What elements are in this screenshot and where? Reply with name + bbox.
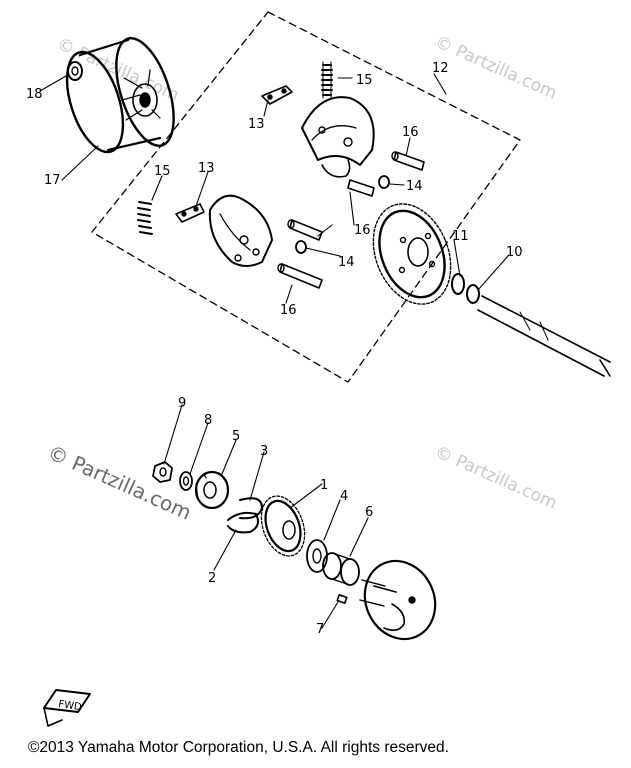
callout-14-upper: 14 xyxy=(406,179,423,194)
circlip-10 xyxy=(466,284,480,304)
callout-1: 1 xyxy=(320,478,328,493)
washer-11 xyxy=(451,273,465,295)
pin-16-middle xyxy=(287,219,323,241)
lock-washer-8 xyxy=(179,471,193,491)
collar-6 xyxy=(322,552,360,586)
clutch-shoe-lower xyxy=(208,194,273,267)
nut-9 xyxy=(152,461,173,483)
callout-16-lower: 16 xyxy=(280,303,297,318)
callout-16-upper: 16 xyxy=(402,125,419,140)
callout-8: 8 xyxy=(204,413,212,428)
fwd-direction-badge xyxy=(43,689,91,727)
assembly-box-dashed xyxy=(91,11,521,383)
thrust-washer-4 xyxy=(306,539,328,573)
callout-12: 12 xyxy=(432,61,449,76)
callout-13-lower: 13 xyxy=(198,161,215,176)
callout-15-lower: 15 xyxy=(154,164,171,179)
callout-13-upper: 13 xyxy=(248,117,265,132)
callout-10: 10 xyxy=(506,245,523,260)
ring-2 xyxy=(227,511,259,534)
washer-18 xyxy=(67,61,83,81)
primary-shaft xyxy=(477,295,611,377)
callout-18: 18 xyxy=(26,87,43,102)
washer-14-lower xyxy=(295,240,307,254)
gear-1 xyxy=(260,495,306,557)
fwd-badge-label: FWD xyxy=(58,699,83,713)
pin-16-lower xyxy=(277,263,323,289)
clutch-plate-cam xyxy=(359,559,437,641)
callout-6: 6 xyxy=(365,505,373,520)
clutch-boss-5 xyxy=(194,470,230,510)
clutch-shoe-upper xyxy=(301,96,375,178)
leader-lines xyxy=(39,73,509,629)
callout-9: 9 xyxy=(178,396,186,411)
callout-16-middle: 16 xyxy=(354,223,371,238)
primary-driven-gear xyxy=(372,203,452,305)
pin-16-middle-upper xyxy=(347,179,375,197)
callout-14-lower: 14 xyxy=(338,255,355,270)
key-7 xyxy=(336,594,348,604)
spring-plate-13-lower xyxy=(175,203,205,223)
callout-2: 2 xyxy=(208,571,216,586)
clutch-housing-17 xyxy=(65,37,175,154)
callout-4: 4 xyxy=(340,489,348,504)
pin-16-upper xyxy=(391,151,425,171)
callout-15-upper: 15 xyxy=(356,73,373,88)
copyright-notice: ©2013 Yamaha Motor Corporation, U.S.A. A… xyxy=(28,739,449,756)
spring-15-lower xyxy=(137,201,153,235)
spring-plate-13-upper xyxy=(261,85,293,105)
callout-3: 3 xyxy=(260,444,268,459)
callout-numbers: 1 2 3 4 5 6 7 8 9 10 11 12 13 13 14 14 1… xyxy=(26,61,523,713)
callout-7: 7 xyxy=(316,622,324,637)
spring-3 xyxy=(239,497,263,520)
washer-14-upper xyxy=(378,175,390,189)
spring-15-upper xyxy=(321,61,333,99)
callout-5: 5 xyxy=(232,429,240,444)
callout-17: 17 xyxy=(44,173,61,188)
callout-11: 11 xyxy=(452,229,469,244)
